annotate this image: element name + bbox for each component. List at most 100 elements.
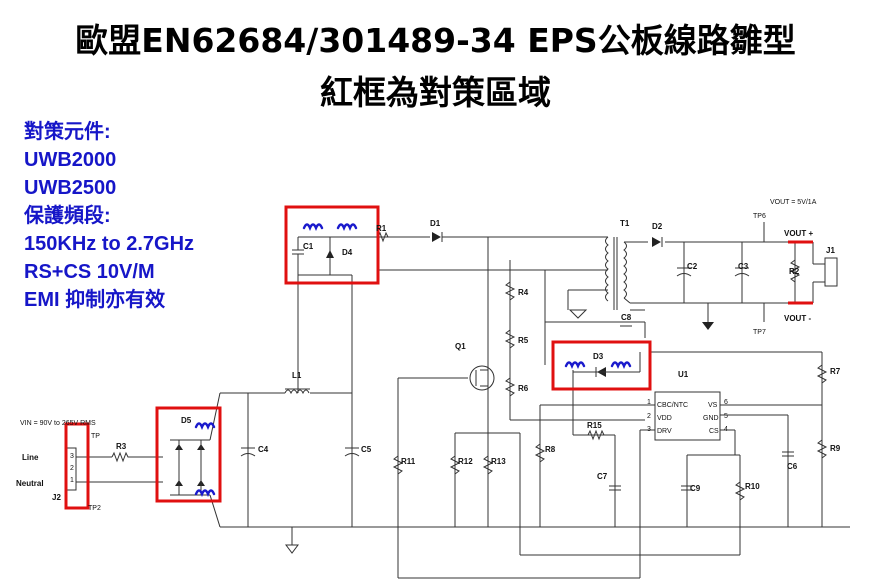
red-box-snubber [284, 205, 380, 285]
label-vout-plus: VOUT + [784, 229, 813, 238]
resistor-r2 [789, 259, 801, 283]
resistor-r6 [504, 377, 516, 397]
transformer-t1-primary [605, 236, 609, 302]
note-part-uwb2500: UWB2500 [24, 177, 117, 199]
label-j2: J2 [52, 493, 61, 502]
label-c9: C9 [690, 484, 701, 493]
label-r10: R10 [745, 482, 760, 491]
u1-pin-num-2: 2 [647, 413, 651, 420]
label-c6: C6 [787, 462, 798, 471]
resistor-r15 [587, 429, 605, 441]
label-vin: VIN = 90V to 265V RMS [20, 420, 96, 427]
resistor-r11 [392, 455, 404, 475]
resistor-r10 [734, 481, 746, 501]
resistor-r3 [111, 451, 130, 463]
label-r4: R4 [518, 288, 529, 297]
label-line: Line [22, 453, 39, 462]
ground-symbol-secondary [702, 322, 714, 330]
label-r7: R7 [830, 367, 841, 376]
u1-pin-gnd: GND [703, 415, 719, 422]
label-vout-spec: VOUT = 5V/1A [770, 199, 817, 206]
label-r5: R5 [518, 336, 529, 345]
u1-pin-cbc-ntc: CBC/NTC [657, 402, 688, 409]
label-d5: D5 [181, 416, 192, 425]
label-u1: U1 [678, 370, 689, 379]
coil-marker-1 [302, 223, 324, 232]
components [66, 231, 838, 554]
uwb-coil-markers [194, 223, 632, 498]
resistor-r7 [816, 364, 828, 384]
resistor-r5 [504, 329, 516, 349]
label-q1: Q1 [455, 342, 466, 351]
u1-pin-num-5: 5 [724, 413, 728, 420]
u1-pin-num-1: 1 [647, 399, 651, 406]
u1-pin-cs: CS [709, 428, 719, 435]
note-heading-band: 保護頻段: [24, 205, 111, 227]
label-c2: C2 [687, 262, 698, 271]
note-heading-components: 對策元件: [24, 121, 111, 143]
title-line-1: 歐盟EN62684/301489-34 EPS公板線路雛型 [75, 21, 796, 60]
resistor-r8 [534, 443, 546, 463]
resistor-r9 [816, 439, 828, 459]
label-r3: R3 [116, 442, 127, 451]
label-j1: J1 [826, 246, 835, 255]
label-c4: C4 [258, 445, 269, 454]
label-c1: C1 [303, 242, 314, 251]
label-c5: C5 [361, 445, 372, 454]
label-d1: D1 [430, 219, 441, 228]
label-d4: D4 [342, 248, 353, 257]
mosfet-q1 [469, 365, 495, 391]
diode-d2 [652, 237, 661, 247]
note-emi: EMI 抑制亦有效 [24, 289, 166, 311]
note-frequency-range: 150KHz to 2.7GHz [24, 233, 195, 255]
title-line-2: 紅框為對策區域 [320, 73, 551, 112]
label-r1: R1 [376, 224, 387, 233]
transformer-t1-secondary [623, 241, 627, 299]
label-vout-minus: VOUT - [784, 314, 811, 323]
label-l1: L1 [292, 371, 302, 380]
label-r13: R13 [491, 457, 506, 466]
diode-d1 [432, 232, 441, 242]
u1-pin-num-3: 3 [647, 426, 651, 433]
u1-pin-num-4: 4 [724, 426, 728, 433]
label-pin-1: 1 [70, 477, 74, 484]
red-box-input [64, 422, 90, 510]
wires [76, 222, 850, 579]
label-tp7: TP7 [753, 329, 766, 336]
coil-marker-5 [564, 361, 586, 370]
label-r2: R2 [789, 267, 800, 276]
labels: VIN = 90V to 265V RMS VOUT = 5V/1A VOUT … [16, 199, 841, 512]
label-c3: C3 [738, 262, 749, 271]
resistor-r4 [504, 281, 516, 301]
u1-pin-vdd: VDD [657, 415, 672, 422]
coil-marker-6 [610, 361, 632, 370]
label-r6: R6 [518, 384, 529, 393]
u1-pin-drv: DRV [657, 428, 672, 435]
label-r11: R11 [401, 457, 416, 466]
label-d3: D3 [593, 352, 604, 361]
connector-j1 [824, 257, 838, 287]
note-immunity: RS+CS 10V/M [24, 261, 155, 283]
resistor-r12 [449, 455, 461, 475]
red-box-d3 [551, 340, 652, 391]
diode-d4 [326, 250, 334, 258]
countermeasure-boxes [64, 205, 652, 510]
label-r9: R9 [830, 444, 841, 453]
label-r12: R12 [458, 457, 473, 466]
label-c7: C7 [597, 472, 608, 481]
label-r15: R15 [587, 421, 602, 430]
red-box-bridge [155, 406, 222, 503]
inductor-l1 [284, 389, 310, 395]
ground-symbol-primary [285, 544, 299, 554]
label-t1: T1 [620, 219, 630, 228]
label-tp6: TP6 [753, 213, 766, 220]
u1-pin-vs: VS [708, 402, 718, 409]
note-part-uwb2000: UWB2000 [24, 149, 117, 171]
label-tp: TP [91, 433, 100, 440]
ic-u1 [654, 391, 721, 441]
ground-symbol-aux [568, 309, 588, 319]
label-tp2: TP2 [88, 505, 101, 512]
label-r8: R8 [545, 445, 556, 454]
label-c8: C8 [621, 313, 632, 322]
